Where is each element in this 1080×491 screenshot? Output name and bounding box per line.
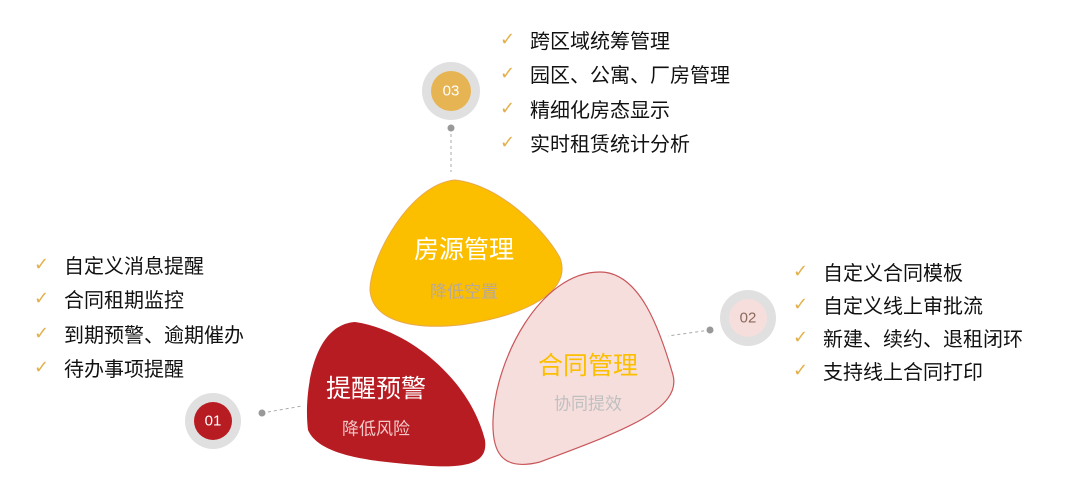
- check-icon: ✓: [34, 357, 50, 379]
- check-icon: ✓: [793, 294, 809, 315]
- list-item: ✓ 自定义线上审批流: [793, 288, 1073, 321]
- feature-text: 实时租赁统计分析: [530, 132, 690, 157]
- feature-text: 自定义线上审批流: [823, 294, 983, 318]
- feature-text: 跨区域统筹管理: [530, 28, 670, 53]
- list-item: ✓ 待办事项提醒: [34, 351, 244, 386]
- check-icon: ✓: [500, 28, 516, 50]
- connector-dot-03: [447, 124, 455, 132]
- list-item: ✓ 支持线上合同打印: [793, 354, 1073, 387]
- list-item: ✓ 精细化房态显示: [500, 91, 730, 126]
- list-item: ✓ 到期预警、逾期催办: [34, 316, 244, 351]
- feature-text: 到期预警、逾期催办: [64, 322, 244, 347]
- reminder-warning-title: 提醒预警: [325, 374, 427, 403]
- connector-dot-01: [258, 409, 266, 417]
- feature-text: 支持线上合同打印: [823, 360, 983, 384]
- check-icon: ✓: [500, 63, 516, 85]
- list-item: ✓ 合同租期监控: [34, 282, 244, 317]
- feature-text: 园区、公寓、厂房管理: [530, 63, 730, 88]
- check-icon: ✓: [793, 327, 809, 348]
- contract-management-title: 合同管理: [537, 351, 639, 380]
- list-item: ✓ 新建、续约、退租闭环: [793, 321, 1073, 354]
- house-management-subtitle: 降低空置: [430, 282, 498, 303]
- check-icon: ✓: [34, 322, 50, 344]
- reminder-warning-blob: [306, 322, 486, 467]
- badge-02: [729, 299, 767, 337]
- connector-02: [667, 329, 711, 337]
- badge-number-03: 03: [442, 82, 460, 100]
- feature-text: 待办事项提醒: [64, 357, 184, 382]
- list-item: ✓ 自定义消息提醒: [34, 247, 244, 282]
- check-icon: ✓: [500, 97, 516, 119]
- contract-management-subtitle: 协同提效: [554, 394, 622, 415]
- check-icon: ✓: [793, 360, 809, 381]
- check-icon: ✓: [500, 132, 516, 154]
- reminder-warning-subtitle: 降低风险: [342, 419, 410, 440]
- contract-management-blob: [492, 271, 675, 465]
- feature-text: 自定义消息提醒: [64, 253, 204, 278]
- connector-01: [261, 405, 303, 414]
- reminder-features-list: ✓ 自定义消息提醒 ✓ 合同租期监控 ✓ 到期预警、逾期催办 ✓ 待办事项提醒: [34, 247, 244, 385]
- list-item: ✓ 跨区域统筹管理: [500, 22, 730, 57]
- house-features-list: ✓ 跨区域统筹管理 ✓ 园区、公寓、厂房管理 ✓ 精细化房态显示 ✓ 实时租赁统计分析: [500, 22, 730, 160]
- badge-number-01: 01: [204, 412, 222, 430]
- badge-number-02: 02: [739, 309, 757, 327]
- connector-dot-02: [706, 326, 714, 334]
- list-item: ✓ 自定义合同模板: [793, 255, 1073, 288]
- check-icon: ✓: [34, 253, 50, 275]
- feature-text: 自定义合同模板: [823, 261, 963, 285]
- feature-text: 合同租期监控: [64, 288, 184, 313]
- contract-features-list: ✓ 自定义合同模板 ✓ 自定义线上审批流 ✓ 新建、续约、退租闭环 ✓ 支持线上合同打印: [793, 255, 1073, 387]
- check-icon: ✓: [793, 261, 809, 282]
- list-item: ✓ 实时租赁统计分析: [500, 126, 730, 161]
- feature-text: 精细化房态显示: [530, 97, 670, 122]
- badge-01: [194, 402, 232, 440]
- feature-text: 新建、续约、退租闭环: [823, 327, 1023, 351]
- check-icon: ✓: [34, 288, 50, 310]
- list-item: ✓ 园区、公寓、厂房管理: [500, 57, 730, 92]
- badge-03: [431, 71, 471, 111]
- house-management-title: 房源管理: [413, 235, 515, 264]
- house-management-blob: [369, 179, 563, 327]
